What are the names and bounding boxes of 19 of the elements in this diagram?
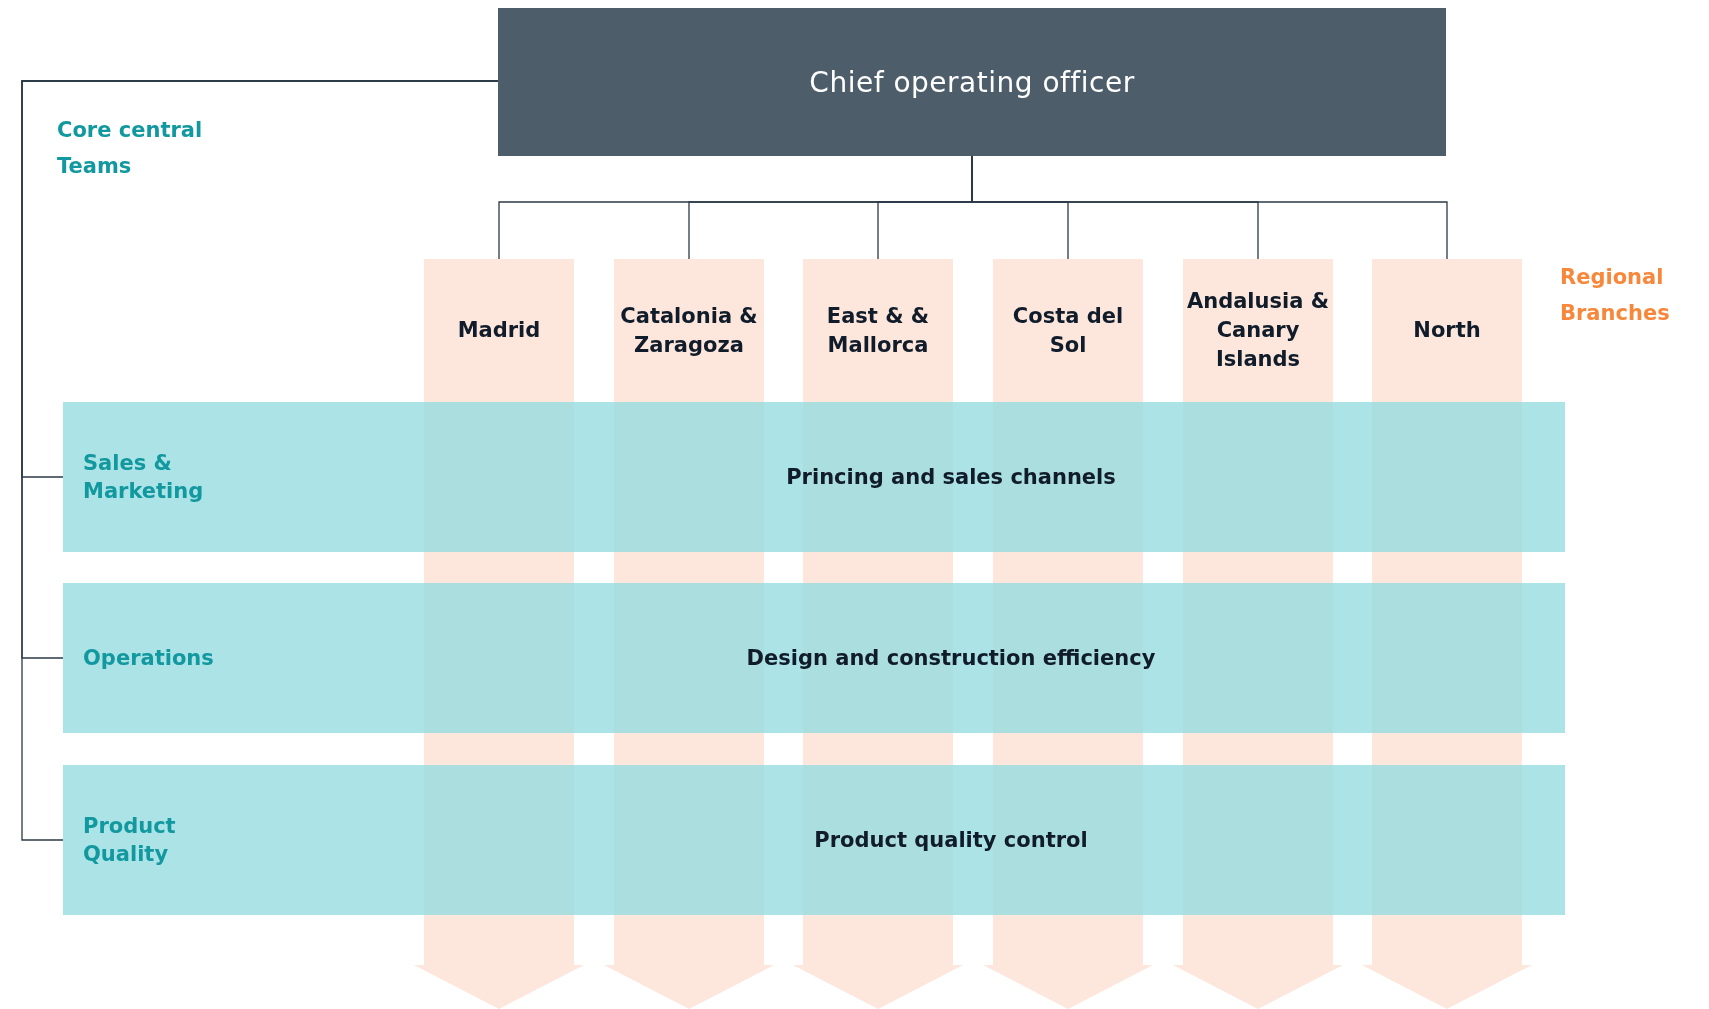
team-name: Product Quality — [83, 813, 177, 868]
team-name: Operations — [83, 645, 215, 672]
branch-header: Madrid — [424, 259, 574, 402]
group-heading: Core central Teams — [57, 117, 204, 180]
branch-header: North — [1372, 259, 1522, 402]
branch-header: East & & Mallorca — [803, 259, 953, 402]
team-focus: Design and construction efficiency — [746, 646, 1156, 670]
team-focus: Product quality control — [814, 828, 1088, 852]
branch-header: Costa del Sol — [993, 259, 1143, 402]
group-heading: Regional Branches — [1560, 264, 1671, 327]
branch-header: Andalusia & Canary Islands — [1183, 259, 1333, 402]
team-band — [63, 765, 1565, 915]
team-band — [63, 583, 1565, 733]
branch-header: Catalonia & Zaragoza — [614, 259, 764, 402]
connector-line — [21, 80, 499, 841]
officer-box: Chief operating officer — [498, 8, 1446, 156]
team-name: Sales & Marketing — [83, 450, 205, 505]
team-band — [63, 402, 1565, 552]
team-focus: Princing and sales channels — [786, 465, 1116, 489]
